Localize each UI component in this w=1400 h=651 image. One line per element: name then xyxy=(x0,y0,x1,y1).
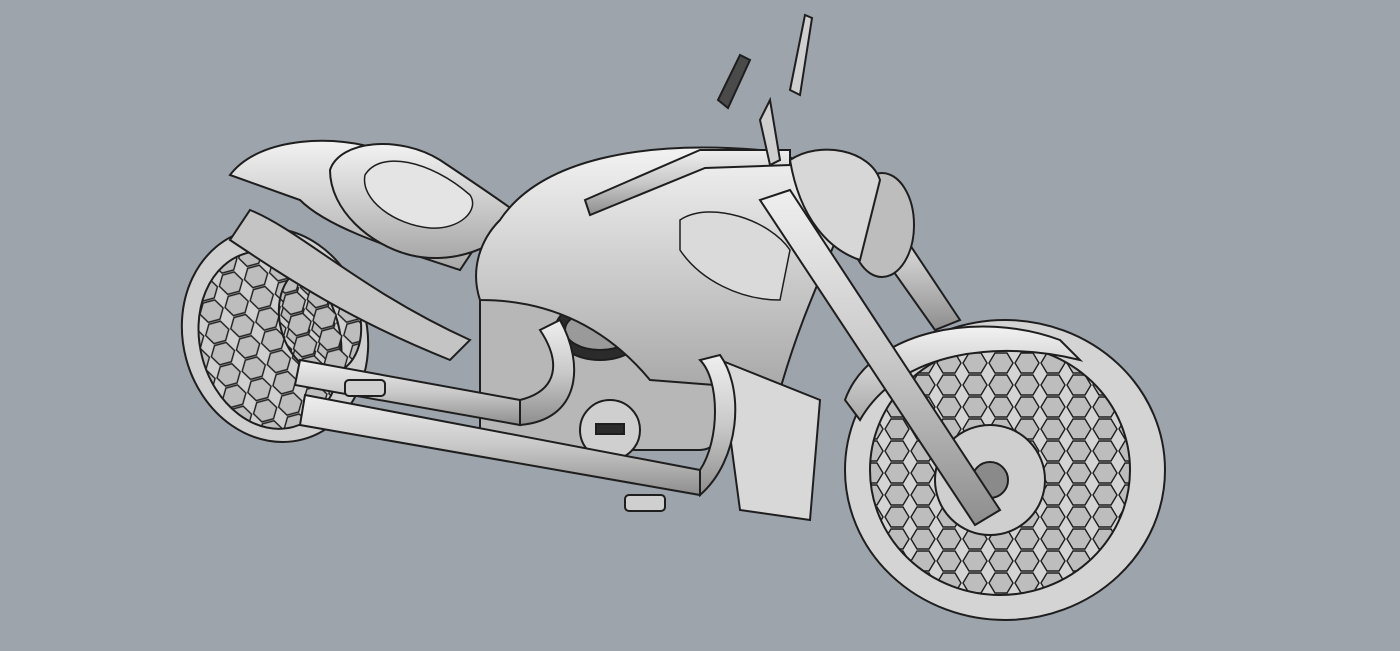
headlight-cowl xyxy=(788,148,882,262)
front-footpeg xyxy=(624,494,666,512)
tank-panel xyxy=(679,211,791,301)
seat-cushion xyxy=(363,160,474,229)
handlebar xyxy=(583,13,814,217)
side-cover xyxy=(718,358,822,522)
swingarm xyxy=(228,208,472,362)
rear-footpeg xyxy=(344,379,386,397)
exhaust-pipes xyxy=(293,318,737,498)
